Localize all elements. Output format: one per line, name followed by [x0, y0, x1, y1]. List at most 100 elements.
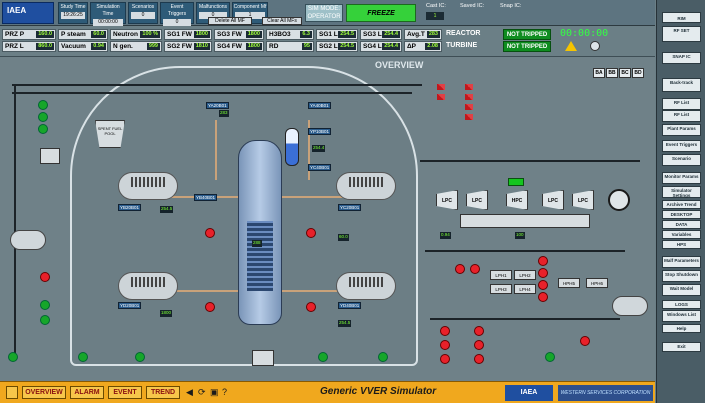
nav-plant-params-button[interactable]: Plant Params — [662, 124, 701, 136]
pump-bottom-2[interactable] — [78, 352, 88, 362]
tag-ya40b01[interactable]: YA40B01 — [308, 102, 331, 109]
hph6-heater[interactable]: HPH6 — [586, 278, 608, 288]
nav-rim-button[interactable]: RIM — [662, 12, 701, 23]
condenser[interactable] — [460, 214, 590, 228]
lph2-heater[interactable]: LPH2 — [514, 270, 536, 280]
nav-scenario-button[interactable]: Scenario — [662, 154, 701, 166]
help-icon[interactable]: ? — [222, 387, 228, 397]
clear-all-mfs-button[interactable]: Clear All MFs — [262, 17, 302, 25]
delete-all-mf-button[interactable]: Delete All MF — [208, 17, 252, 25]
pump-left-red-1[interactable] — [40, 272, 50, 282]
aux-pump-5[interactable] — [474, 340, 484, 350]
regenerative-heat-exchanger[interactable] — [252, 350, 274, 366]
aux-pump-6[interactable] — [474, 354, 484, 364]
steam-generator-2[interactable] — [118, 272, 178, 300]
generator[interactable] — [608, 189, 630, 211]
main-coolant-pump-2[interactable] — [205, 302, 215, 312]
hph5-heater[interactable]: HPH5 — [558, 278, 580, 288]
bay-ba-button[interactable]: BA — [593, 68, 605, 78]
condensate-pump-2[interactable] — [470, 264, 480, 274]
feed-pump-1[interactable] — [538, 256, 548, 266]
lph3-heater[interactable]: LPH3 — [490, 284, 512, 294]
nav-desktop-button[interactable]: DESKTOP — [662, 210, 701, 219]
bay-bb-button[interactable]: BB — [606, 68, 618, 78]
deaerator-tank[interactable] — [612, 296, 648, 316]
nav-rf-set-button[interactable]: RF SET — [662, 26, 701, 42]
nav-variables-button[interactable]: Variables — [662, 230, 701, 239]
nav-rf-list-button-1[interactable]: RF List — [662, 98, 701, 110]
tag-yb40b01[interactable]: YB40B01 — [194, 194, 218, 201]
steam-generator-3[interactable] — [336, 172, 396, 200]
nav-wait-model-button[interactable]: Wait Model — [662, 284, 701, 296]
steam-valve-6[interactable] — [437, 94, 445, 100]
bay-bc-button[interactable]: BC — [619, 68, 631, 78]
pump-bottom-1[interactable] — [8, 352, 18, 362]
overview-button[interactable]: OVERVIEW — [22, 386, 66, 399]
nav-hps-button[interactable]: HPS — [662, 240, 701, 249]
alarm-button[interactable]: ALARM — [70, 386, 104, 399]
feed-pump-2[interactable] — [538, 268, 548, 278]
steam-valve-3[interactable] — [465, 104, 473, 110]
steam-generator-1[interactable] — [118, 172, 178, 200]
tag-yp10b01[interactable]: YP10B01 — [308, 128, 332, 135]
nav-rf-list-button-2[interactable]: RF List — [662, 110, 701, 122]
spent-fuel-pool[interactable]: SPENT FUEL POOL — [95, 120, 125, 148]
bay-bd-button[interactable]: BD — [632, 68, 644, 78]
pump-left-5[interactable] — [40, 315, 50, 325]
back-arrow-icon[interactable]: ◀ — [186, 387, 193, 397]
tag-ya20b01[interactable]: YA20B01 — [206, 102, 229, 109]
satellite-icon[interactable] — [590, 41, 600, 51]
steam-valve-4[interactable] — [465, 114, 473, 120]
nav-archive-trend-button[interactable]: Archive Trend — [662, 200, 701, 209]
steam-valve-5[interactable] — [437, 84, 445, 90]
aux-pump-2[interactable] — [440, 340, 450, 350]
main-coolant-pump-4[interactable] — [306, 302, 316, 312]
nav-simulator-settings-button[interactable]: Simulator Settings — [662, 186, 701, 198]
event-button[interactable]: EVENT — [108, 386, 142, 399]
pump-left-4[interactable] — [40, 300, 50, 310]
refresh-icon[interactable]: ⟳ — [198, 387, 206, 397]
print-icon[interactable]: ▣ — [210, 387, 219, 397]
tag-yc20b01[interactable]: YC20B01 — [338, 204, 362, 211]
pump-bottom-3[interactable] — [135, 352, 145, 362]
nav-snap-ic-button[interactable]: SNAP IC — [662, 52, 701, 64]
nav-help-button[interactable]: Help — [662, 324, 701, 333]
heat-exchanger-left[interactable] — [40, 148, 60, 164]
sim-mode-indicator[interactable]: SIM MODE: OPERATOR — [305, 4, 343, 22]
pump-bottom-4[interactable] — [318, 352, 328, 362]
lph1-heater[interactable]: LPH1 — [490, 270, 512, 280]
nav-malf-parameters-button[interactable]: Malf Parameters — [662, 256, 701, 268]
nav-event-triggers-button[interactable]: Event Triggers — [662, 140, 701, 152]
tag-yc40b01[interactable]: YC40B01 — [308, 164, 332, 171]
tag-yd20b01[interactable]: YD20B01 — [118, 302, 142, 309]
nav-stop-shutdown-button[interactable]: Stop Shutdown — [662, 270, 701, 282]
tag-yd40b01[interactable]: YD40B01 — [338, 302, 362, 309]
aux-pump-4[interactable] — [474, 326, 484, 336]
feed-pump-3[interactable] — [538, 280, 548, 290]
pressurizer[interactable] — [285, 128, 299, 166]
moisture-separator[interactable] — [508, 178, 524, 186]
pump-left-3[interactable] — [38, 124, 48, 134]
main-coolant-pump-3[interactable] — [306, 228, 316, 238]
pump-left-2[interactable] — [38, 112, 48, 122]
nav-data-button[interactable]: DATA — [662, 220, 701, 229]
reactor-vessel[interactable] — [238, 140, 282, 325]
aux-pump-8[interactable] — [545, 352, 555, 362]
pump-bottom-5[interactable] — [378, 352, 388, 362]
feed-pump-4[interactable] — [538, 292, 548, 302]
condensate-pump-1[interactable] — [455, 264, 465, 274]
aux-pump-3[interactable] — [440, 354, 450, 364]
warning-icon[interactable] — [565, 41, 577, 51]
steam-valve-2[interactable] — [465, 94, 473, 100]
aux-pump-1[interactable] — [440, 326, 450, 336]
pump-left-1[interactable] — [38, 100, 48, 110]
steam-valve-1[interactable] — [465, 84, 473, 90]
nav-logs-button[interactable]: LOGS — [662, 300, 701, 309]
lph4-heater[interactable]: LPH4 — [514, 284, 536, 294]
freeze-indicator[interactable]: FREEZE — [346, 4, 416, 22]
tag-yb20b01[interactable]: YB20B01 — [118, 204, 142, 211]
event-triggers-cell[interactable]: Event Triggers 0 — [160, 2, 194, 26]
aux-pump-7[interactable] — [580, 336, 590, 346]
storage-tank-left[interactable] — [10, 230, 46, 250]
nav-windows-list-button[interactable]: Windows List — [662, 310, 701, 322]
